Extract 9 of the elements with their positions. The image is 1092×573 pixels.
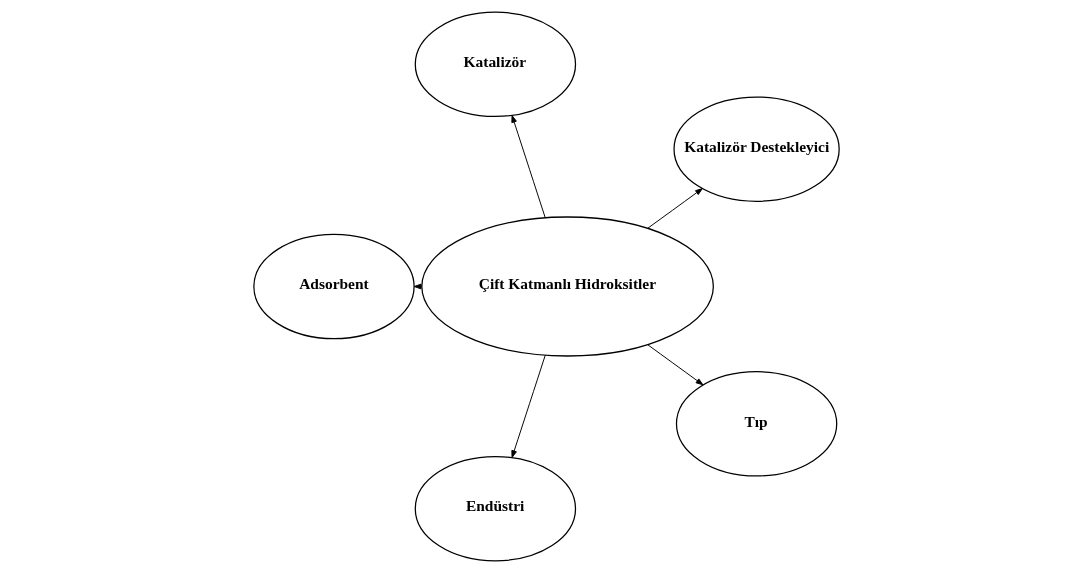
arrow	[646, 188, 703, 229]
arrow	[510, 115, 546, 219]
arrow	[510, 354, 546, 458]
arrow	[646, 344, 703, 386]
node-ellipse: Endüstri	[414, 455, 576, 562]
node-ellipse: Katalizör Destekleyici	[672, 96, 840, 202]
node-ellipse: Adsorbent	[252, 233, 415, 340]
node-ellipse: Tıp	[675, 371, 837, 477]
node-ellipse: Katalizör	[414, 11, 576, 118]
